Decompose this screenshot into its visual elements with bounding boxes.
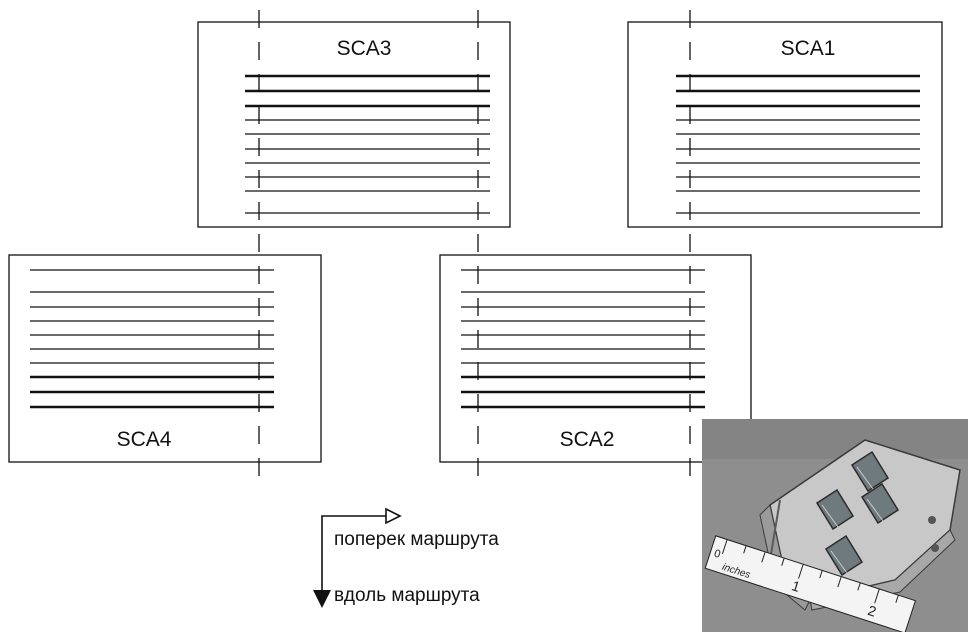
sca4-label: SCA4 — [117, 428, 172, 451]
cross-track-arrowhead-icon — [385, 507, 402, 525]
along-track-label: вдоль маршрута — [334, 585, 480, 606]
sca2-filter-lines — [461, 269, 705, 409]
sca1-filter-lines — [676, 74, 920, 214]
sca4-module: SCA4 — [8, 254, 322, 463]
ruler-number-0: 0 — [712, 548, 722, 561]
sca2-module: SCA2 — [439, 254, 752, 463]
detector-windows — [815, 450, 900, 577]
cross-track-arrow-icon — [321, 515, 386, 592]
hardware-photo: 0 inches 1 2 — [702, 419, 968, 632]
direction-legend: поперек маршрута вдоль маршрута — [313, 507, 499, 608]
sca1-label: SCA1 — [781, 37, 836, 60]
sca4-filter-lines — [30, 269, 274, 409]
sca3-module: SCA3 — [197, 21, 511, 228]
cross-track-label: поперек маршрута — [334, 529, 499, 550]
along-track-arrowhead-icon — [313, 590, 331, 608]
sca3-label: SCA3 — [337, 37, 392, 60]
sca2-label: SCA2 — [560, 428, 615, 451]
sca3-filter-lines — [245, 74, 490, 214]
sca1-module: SCA1 — [627, 21, 943, 228]
alignment-guides — [258, 10, 691, 490]
ruler: 0 inches 1 2 — [704, 535, 917, 632]
